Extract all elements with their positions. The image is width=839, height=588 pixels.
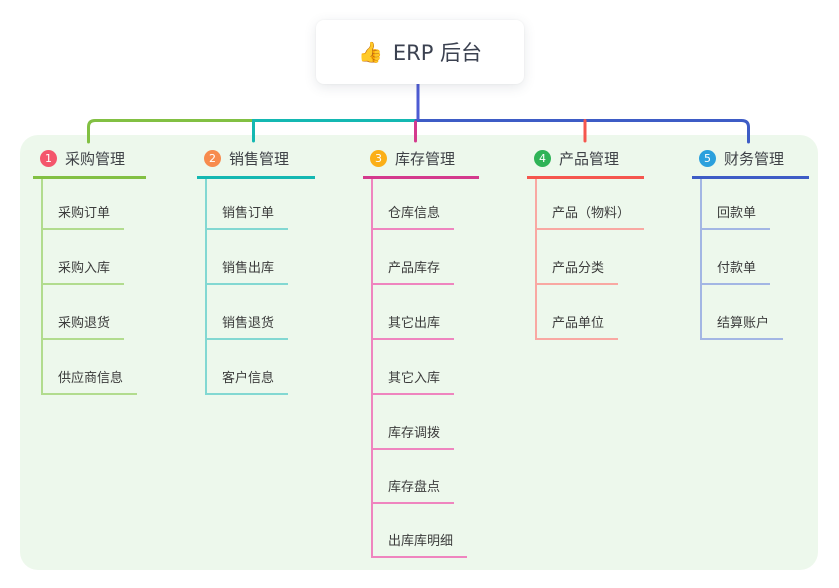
branch-number-badge: 3: [370, 150, 387, 167]
child-node[interactable]: 回款单: [700, 202, 771, 230]
branch-node-title[interactable]: 5 财务管理: [692, 148, 809, 179]
branch-purchase: 1 采购管理 采购订单 采购入库 采购退货 供应商信息: [33, 148, 146, 395]
child-node[interactable]: 产品分类: [535, 257, 619, 285]
branch-finance: 5 财务管理 回款单 付款单 结算账户: [692, 148, 809, 340]
branch-node-title[interactable]: 3 库存管理: [363, 148, 479, 179]
branch-number-badge: 5: [699, 150, 716, 167]
child-node[interactable]: 其它入库: [371, 367, 455, 395]
child-node[interactable]: 销售退货: [205, 312, 289, 340]
child-node[interactable]: 其它出库: [371, 312, 455, 340]
child-node[interactable]: 付款单: [700, 257, 771, 285]
child-node[interactable]: 采购订单: [41, 202, 125, 230]
child-node[interactable]: 产品单位: [535, 312, 619, 340]
branch-title-label: 财务管理: [724, 150, 785, 168]
branch-number-badge: 1: [40, 150, 57, 167]
root-node-title: ERP 后台: [392, 41, 483, 65]
branch-group-panel: [20, 135, 818, 570]
child-node[interactable]: 库存调拨: [371, 422, 455, 450]
child-node[interactable]: 产品（物料）: [535, 202, 645, 230]
branch-child-line: [535, 179, 537, 340]
branch-node-title[interactable]: 4 产品管理: [527, 148, 644, 179]
child-node[interactable]: 客户信息: [205, 367, 289, 395]
child-node[interactable]: 采购退货: [41, 312, 125, 340]
branch-child-line: [41, 179, 43, 395]
child-node[interactable]: 采购入库: [41, 257, 125, 285]
child-node[interactable]: 结算账户: [700, 312, 784, 340]
child-node[interactable]: 供应商信息: [41, 367, 138, 395]
root-node[interactable]: 👍 ERP 后台: [316, 20, 524, 84]
branch-title-label: 采购管理: [65, 150, 126, 168]
branch-child-line: [371, 179, 373, 558]
thumbs-up-icon: 👍: [357, 40, 383, 64]
child-node[interactable]: 库存盘点: [371, 476, 455, 504]
branch-number-badge: 2: [204, 150, 221, 167]
branch-number-badge: 4: [534, 150, 551, 167]
child-node[interactable]: 仓库信息: [371, 202, 455, 230]
branch-child-line: [205, 179, 207, 395]
branch-title-label: 销售管理: [229, 150, 290, 168]
branch-title-label: 产品管理: [559, 150, 620, 168]
branch-sales: 2 销售管理 销售订单 销售出库 销售退货 客户信息: [197, 148, 315, 395]
branch-title-label: 库存管理: [395, 150, 456, 168]
child-node[interactable]: 销售订单: [205, 202, 289, 230]
branch-child-line: [700, 179, 702, 340]
branch-node-title[interactable]: 1 采购管理: [33, 148, 146, 179]
child-node[interactable]: 销售出库: [205, 257, 289, 285]
child-node[interactable]: 出库库明细: [371, 530, 468, 558]
branch-inventory: 3 库存管理 仓库信息 产品库存 其它出库 其它入库 库存调拨 库存盘点 出库库…: [363, 148, 479, 558]
child-node[interactable]: 产品库存: [371, 257, 455, 285]
branch-node-title[interactable]: 2 销售管理: [197, 148, 315, 179]
branch-product: 4 产品管理 产品（物料） 产品分类 产品单位: [527, 148, 645, 340]
